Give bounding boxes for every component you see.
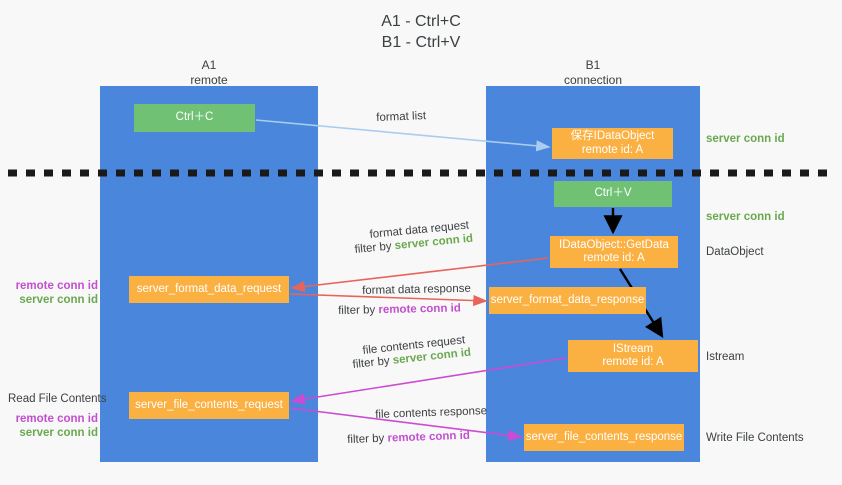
edge-label-file-contents-response: file contents response [375, 404, 487, 423]
annotation-server-conn-id-second: server conn id [706, 211, 785, 223]
lane-header-b1: B1 connection [483, 58, 703, 88]
node-istream[interactable]: IStream remote id: A [568, 340, 698, 372]
edge-label-file-contents-response-text: file contents response [375, 405, 488, 421]
filter-value-remote-conn-id: remote conn id [378, 302, 461, 317]
lane-b1-sub: connection [563, 73, 623, 87]
annotation-remote-conn-id: remote conn id [15, 280, 98, 292]
node-server-file-contents-response[interactable]: server_file_contents_response [524, 424, 684, 451]
annotation-remote-conn-id: remote conn id [15, 413, 98, 425]
node-server-file-contents-request-label: server_file_contents_request [135, 398, 283, 411]
node-ctrl-c-label: Ctrl＋C [175, 111, 214, 124]
node-istream-sub: remote id: A [602, 356, 664, 368]
node-ctrl-v-label: Ctrl＋V [594, 187, 632, 200]
annotation-read-file-contents: Read File Contents [8, 393, 107, 405]
edge-label-file-contents-response-filter: filter by remote conn id [347, 429, 470, 448]
annotation-left-conn-ids-bottom: remote conn id server conn id [8, 412, 98, 440]
annotation-left-conn-ids-top: remote conn id server conn id [8, 279, 98, 307]
filter-prefix: filter by [354, 240, 396, 256]
phase-divider [8, 169, 834, 177]
edge-label-format-data-response-text: format data response [362, 282, 471, 297]
annotation-server-conn-id: server conn id [19, 294, 98, 306]
filter-prefix: filter by [352, 354, 394, 371]
annotation-server-conn-id-top: server conn id [706, 133, 785, 145]
lane-a1-sub: remote [190, 73, 228, 87]
node-server-format-data-response-label: server_format_data_response [490, 293, 645, 306]
node-server-file-contents-response-label: server_file_contents_response [525, 430, 683, 443]
node-server-format-data-response[interactable]: server_format_data_response [489, 287, 646, 314]
node-idataobject-getdata[interactable]: IDataObject::GetData remote id: A [550, 236, 678, 268]
node-save-idataobject-sub: remote id: A [581, 143, 644, 156]
page-title: A1 - Ctrl+C B1 - Ctrl+V [0, 11, 842, 53]
node-istream-label: IStream [612, 342, 654, 355]
filter-prefix: filter by [347, 432, 388, 446]
filter-value-remote-conn-id: remote conn id [387, 429, 471, 445]
annotation-server-conn-id: server conn id [19, 427, 98, 439]
node-ctrl-c[interactable]: Ctrl＋C [134, 104, 255, 132]
node-getdata-label: IDataObject::GetData [559, 238, 669, 251]
node-save-idataobject[interactable]: 保存IDataObject remote id: A [552, 128, 673, 159]
filter-prefix: filter by [338, 304, 379, 317]
title-line-2: B1 - Ctrl+V [381, 34, 461, 51]
node-ctrl-v[interactable]: Ctrl＋V [554, 181, 672, 207]
edge-label-format-data-response-filter: filter by remote conn id [338, 301, 461, 319]
title-line-1: A1 - Ctrl+C [381, 13, 461, 30]
node-getdata-sub: remote id: A [583, 252, 645, 264]
annotation-istream: Istream [706, 351, 745, 363]
lane-a1-name: A1 [201, 58, 217, 72]
node-server-format-data-request-label: server_format_data_request [136, 282, 282, 295]
node-server-file-contents-request[interactable]: server_file_contents_request [129, 392, 289, 419]
node-save-idataobject-label: 保存IDataObject [570, 130, 655, 142]
node-server-format-data-request[interactable]: server_format_data_request [129, 276, 289, 303]
lane-b1-name: B1 [585, 58, 601, 72]
lane-header-a1: A1 remote [99, 58, 319, 88]
annotation-dataobject: DataObject [706, 246, 764, 258]
edge-label-format-data-response: format data response [362, 282, 471, 299]
annotation-write-file-contents: Write File Contents [706, 432, 804, 444]
edge-label-format-list-text: format list [376, 110, 427, 124]
edge-label-format-list: format list [376, 109, 426, 126]
